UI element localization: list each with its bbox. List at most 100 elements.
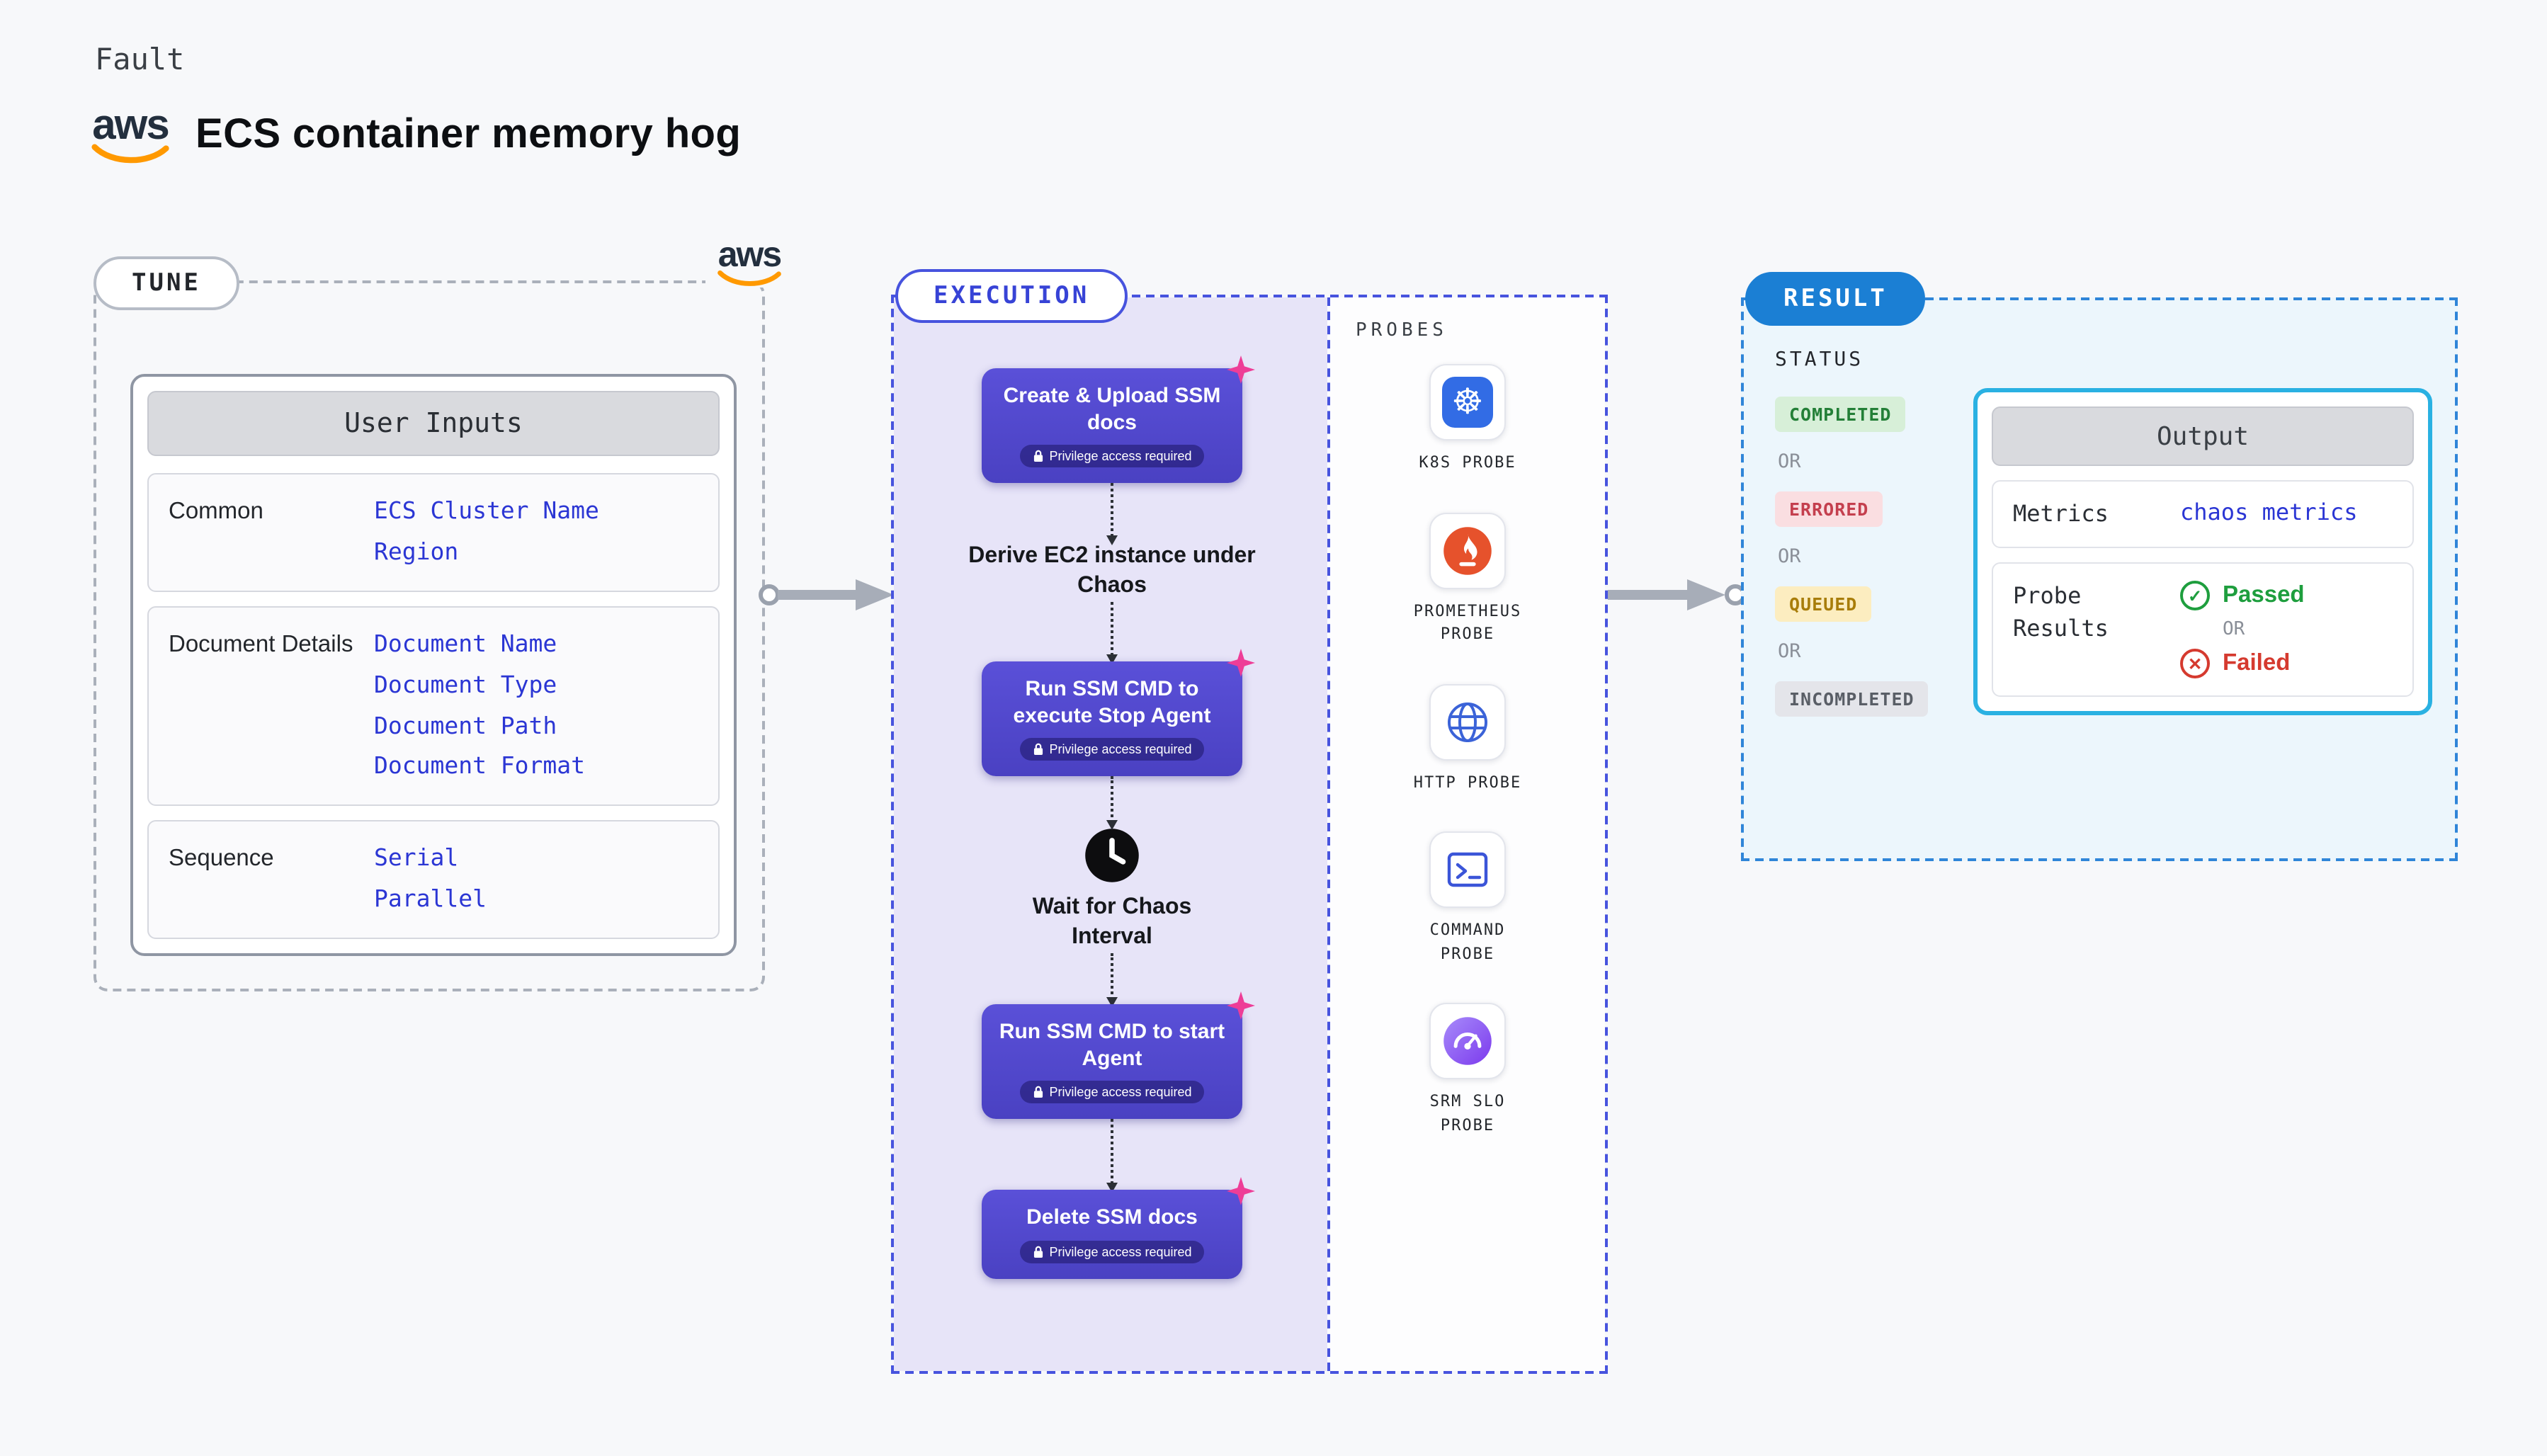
aws-logo-text: aws [92, 102, 169, 149]
status-or: OR [1778, 545, 1801, 568]
probe-card [1429, 831, 1506, 908]
title-row: aws ECS container memory hog [91, 102, 742, 164]
status-or: OR [1778, 450, 1801, 473]
user-inputs-row-document-details: Document Details Document Name Document … [147, 605, 720, 807]
chaos-sparkle-icon [1227, 648, 1255, 677]
tune-pill: TUNE [93, 256, 239, 310]
probes-title: PROBES [1356, 320, 1448, 341]
globe-icon [1447, 702, 1487, 741]
lock-icon [1033, 744, 1043, 756]
fault-eyebrow-label: Fault [95, 42, 185, 76]
status-column: STATUS COMPLETED OR ERRORED OR QUEUED OR… [1775, 348, 1929, 717]
probe-label: HTTP PROBE [1413, 773, 1522, 791]
probes-panel: PROBES ☸ K8S PROBE [1327, 297, 1605, 1371]
probe-results-label: Probe Results [2013, 582, 2109, 642]
flow-connector [1106, 1119, 1118, 1193]
flow-connector [1106, 952, 1118, 1007]
input-value: Document Name [374, 630, 557, 657]
probe-results-or: OR [2223, 619, 2245, 641]
probe-results-values: ✓ Passed OR ✕ Failed [2180, 581, 2305, 679]
privilege-badge: Privilege access required [1019, 445, 1205, 468]
chaos-sparkle-icon [1227, 991, 1255, 1020]
lock-icon [1033, 450, 1043, 462]
input-value: ECS Cluster Name [374, 497, 599, 524]
aws-logo-small: aws [717, 237, 782, 288]
prometheus-icon [1443, 526, 1492, 574]
row-label: Common [169, 499, 263, 524]
probe-command: COMMAND PROBE [1407, 831, 1528, 966]
probe-results-row: Probe Results ✓ Passed OR ✕ Failed [1992, 562, 2414, 698]
step-node-run-ssm-stop-agent: Run SSM CMD to execute Stop Agent Privil… [982, 648, 1255, 777]
privilege-badge: Privilege access required [1019, 1240, 1205, 1263]
probe-http: HTTP PROBE [1414, 683, 1521, 795]
probe-card: ☸ [1429, 364, 1506, 440]
execution-section: Create & Upload SSM docs Privilege acces… [891, 295, 1608, 1374]
chaos-sparkle-icon [1227, 1177, 1255, 1206]
flow-connector [1106, 776, 1118, 831]
execution-pill: EXECUTION [895, 269, 1128, 323]
probe-prometheus: PROMETHEUS PROBE [1407, 512, 1528, 647]
probe-label: K8S PROBE [1419, 453, 1516, 472]
aws-smile-icon [91, 144, 169, 164]
input-value: Parallel [374, 885, 487, 913]
step-label: Run SSM CMD to execute Stop Agent [1013, 676, 1211, 729]
row-values: ECS Cluster Name Region [374, 491, 698, 574]
user-inputs-card: User Inputs Common ECS Cluster Name Regi… [130, 374, 737, 956]
check-circle-icon: ✓ [2180, 581, 2210, 611]
lock-icon [1033, 1086, 1043, 1098]
step-label: Delete SSM docs [1026, 1205, 1198, 1230]
user-inputs-header: User Inputs [147, 391, 720, 456]
user-inputs-row-sequence: Sequence Serial Parallel [147, 820, 720, 939]
step-node-delete-ssm-docs: Delete SSM docs Privilege access require… [982, 1177, 1255, 1278]
aws-logo: aws [91, 102, 170, 164]
input-value: Document Path [374, 712, 557, 739]
probe-card [1429, 683, 1506, 760]
output-header: Output [1992, 406, 2414, 466]
metrics-row: Metrics chaos metrics [1992, 480, 2414, 549]
metrics-label: Metrics [2013, 500, 2109, 527]
chaos-sparkle-icon [1227, 356, 1255, 384]
privilege-badge: Privilege access required [1019, 1081, 1205, 1104]
probe-result-failed: ✕ Failed [2180, 649, 2305, 679]
failed-label: Failed [2223, 650, 2291, 676]
privilege-badge: Privilege access required [1019, 738, 1205, 761]
row-values: Document Name Document Type Document Pat… [374, 625, 698, 788]
privilege-badge-label: Privilege access required [1049, 449, 1192, 464]
output-card: Output Metrics chaos metrics Probe Resul… [1973, 388, 2432, 716]
status-or: OR [1778, 640, 1801, 663]
row-values: Serial Parallel [374, 839, 698, 921]
step-node-create-upload-ssm-docs: Create & Upload SSM docs Privilege acces… [982, 356, 1255, 484]
input-value: Document Type [374, 671, 557, 698]
privilege-badge-label: Privilege access required [1049, 1244, 1192, 1258]
input-value: Serial [374, 844, 459, 872]
status-badge-completed: COMPLETED [1775, 397, 1906, 432]
probe-result-passed: ✓ Passed [2180, 581, 2305, 611]
probe-label: SRM SLO PROBE [1429, 1092, 1506, 1134]
lock-icon [1033, 1245, 1043, 1257]
aws-logo-small-wrap: aws [705, 237, 793, 288]
wait-step-text: Wait for Chaos Interval [1032, 895, 1192, 950]
execution-flow: Create & Upload SSM docs Privilege acces… [894, 297, 1330, 1371]
tune-section: User Inputs Common ECS Cluster Name Regi… [93, 280, 765, 991]
probe-label: COMMAND PROBE [1429, 921, 1506, 962]
flow-connector [1106, 601, 1118, 664]
input-value: Document Format [374, 752, 586, 780]
arrow-execution-to-result-icon [1608, 579, 1746, 610]
page-title: ECS container memory hog [195, 111, 742, 157]
aws-smile-icon [717, 270, 781, 286]
wait-step: Wait for Chaos Interval [992, 828, 1232, 953]
step-derive-ec2-text: Derive EC2 instance under Chaos [968, 544, 1256, 598]
user-inputs-row-common: Common ECS Cluster Name Region [147, 473, 720, 592]
result-pill: RESULT [1745, 272, 1926, 326]
row-label: Document Details [169, 631, 353, 657]
row-label: Sequence [169, 846, 274, 872]
clock-icon [1085, 829, 1139, 883]
srm-slo-icon [1443, 1017, 1492, 1065]
status-badge-errored: ERRORED [1775, 491, 1883, 527]
cross-circle-icon: ✕ [2180, 649, 2210, 679]
kubernetes-icon: ☸ [1441, 377, 1493, 428]
privilege-badge-label: Privilege access required [1049, 1085, 1192, 1100]
terminal-icon [1447, 852, 1488, 887]
chaos-metrics-link[interactable]: chaos metrics [2180, 499, 2358, 525]
